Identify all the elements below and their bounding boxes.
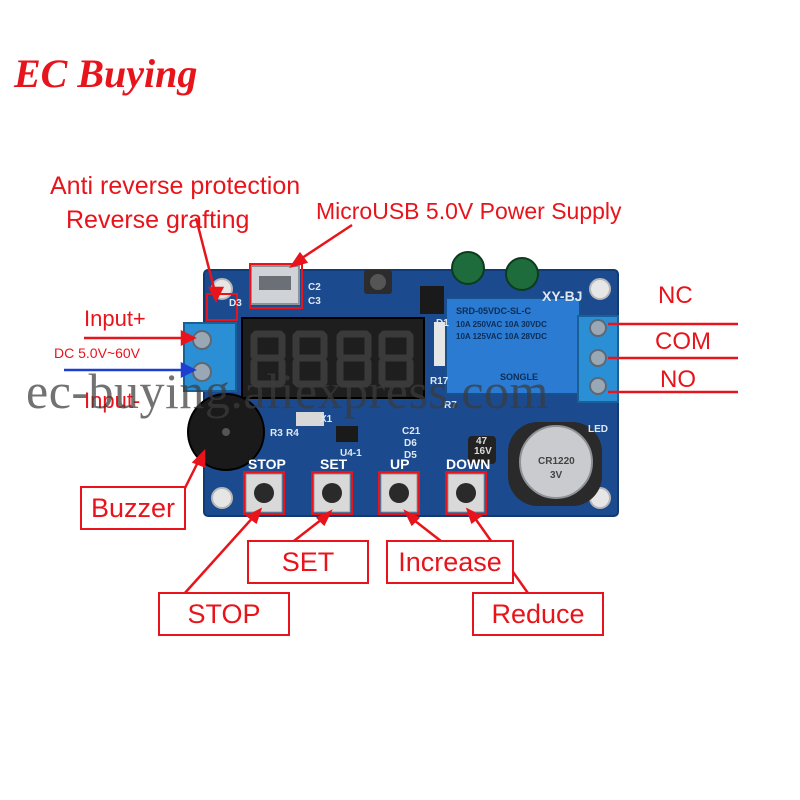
battery-text: CR1220 xyxy=(538,456,575,467)
callout-arrows xyxy=(84,217,738,597)
anti-reverse-label: Anti reverse protection xyxy=(50,172,301,200)
capacitor xyxy=(505,257,539,291)
part-label: R4 xyxy=(286,428,299,439)
part-label: X1 xyxy=(320,414,333,425)
part-label: C2 xyxy=(308,282,321,293)
set-label: SET xyxy=(247,540,369,584)
sticker xyxy=(434,322,448,366)
part-label: R3 xyxy=(270,428,283,439)
part-label: D1 xyxy=(436,318,449,329)
mounting-hole xyxy=(589,278,611,300)
tactile-buttons xyxy=(243,471,487,515)
buzzer-label: Buzzer xyxy=(80,486,186,530)
input-plus-label: Input+ xyxy=(84,306,146,331)
relay-rating-text: 10A 125VAC 10A 28VDC xyxy=(456,332,547,341)
increase-label: Increase xyxy=(386,540,514,584)
part-label: D3 xyxy=(229,298,242,309)
usb-highlight xyxy=(249,263,303,309)
board-label-down: DOWN xyxy=(446,456,491,472)
diode-highlight xyxy=(206,293,238,321)
input-minus-arrow xyxy=(64,361,197,379)
input-minus-label: Input- xyxy=(84,388,141,413)
relay-rating-text: 10A 250VAC 10A 30VDC xyxy=(456,320,547,329)
part-label: C21 xyxy=(402,426,421,437)
relay-brand-text: SONGLE xyxy=(500,372,539,382)
board-model-label: XY-BJ xyxy=(542,288,583,304)
relay-com-label: COM xyxy=(655,328,711,355)
capacitor xyxy=(451,251,485,285)
part-label: 16V xyxy=(474,446,492,457)
stop-label: STOP xyxy=(158,592,290,636)
mounting-hole xyxy=(211,487,233,509)
part-label: U4-1 xyxy=(340,448,362,459)
board-label-up: UP xyxy=(390,456,410,472)
part-label: LED xyxy=(588,424,608,435)
capacitor-small xyxy=(468,436,496,464)
part-label: D5 xyxy=(404,450,417,461)
part-label: C3 xyxy=(308,296,321,307)
brand-logo: EC Buying xyxy=(14,51,198,96)
ic-chip xyxy=(420,286,444,314)
microusb-label: MicroUSB 5.0V Power Supply xyxy=(316,198,622,224)
part-label: R17 xyxy=(430,376,449,387)
battery-text: 3V xyxy=(550,470,563,481)
part-label: 47 xyxy=(476,436,488,447)
board-label-stop: STOP xyxy=(248,456,286,472)
reverse-grafting-label: Reverse grafting xyxy=(66,206,250,234)
relay-no-label: NO xyxy=(660,366,696,393)
part-label: D6 xyxy=(404,438,417,449)
part-label: R7 xyxy=(444,400,457,411)
relay-model-text: SRD-05VDC-SL-C xyxy=(456,306,532,316)
relay-nc-label: NC xyxy=(658,282,693,309)
board-label-set: SET xyxy=(320,456,348,472)
reduce-label: Reduce xyxy=(472,592,604,636)
watermark: ec-buying.aliexpress.com xyxy=(26,363,549,419)
ic-chip xyxy=(336,426,358,442)
crystal xyxy=(296,412,324,426)
dc-range-label: DC 5.0V~60V xyxy=(54,345,140,361)
relay xyxy=(445,297,581,395)
